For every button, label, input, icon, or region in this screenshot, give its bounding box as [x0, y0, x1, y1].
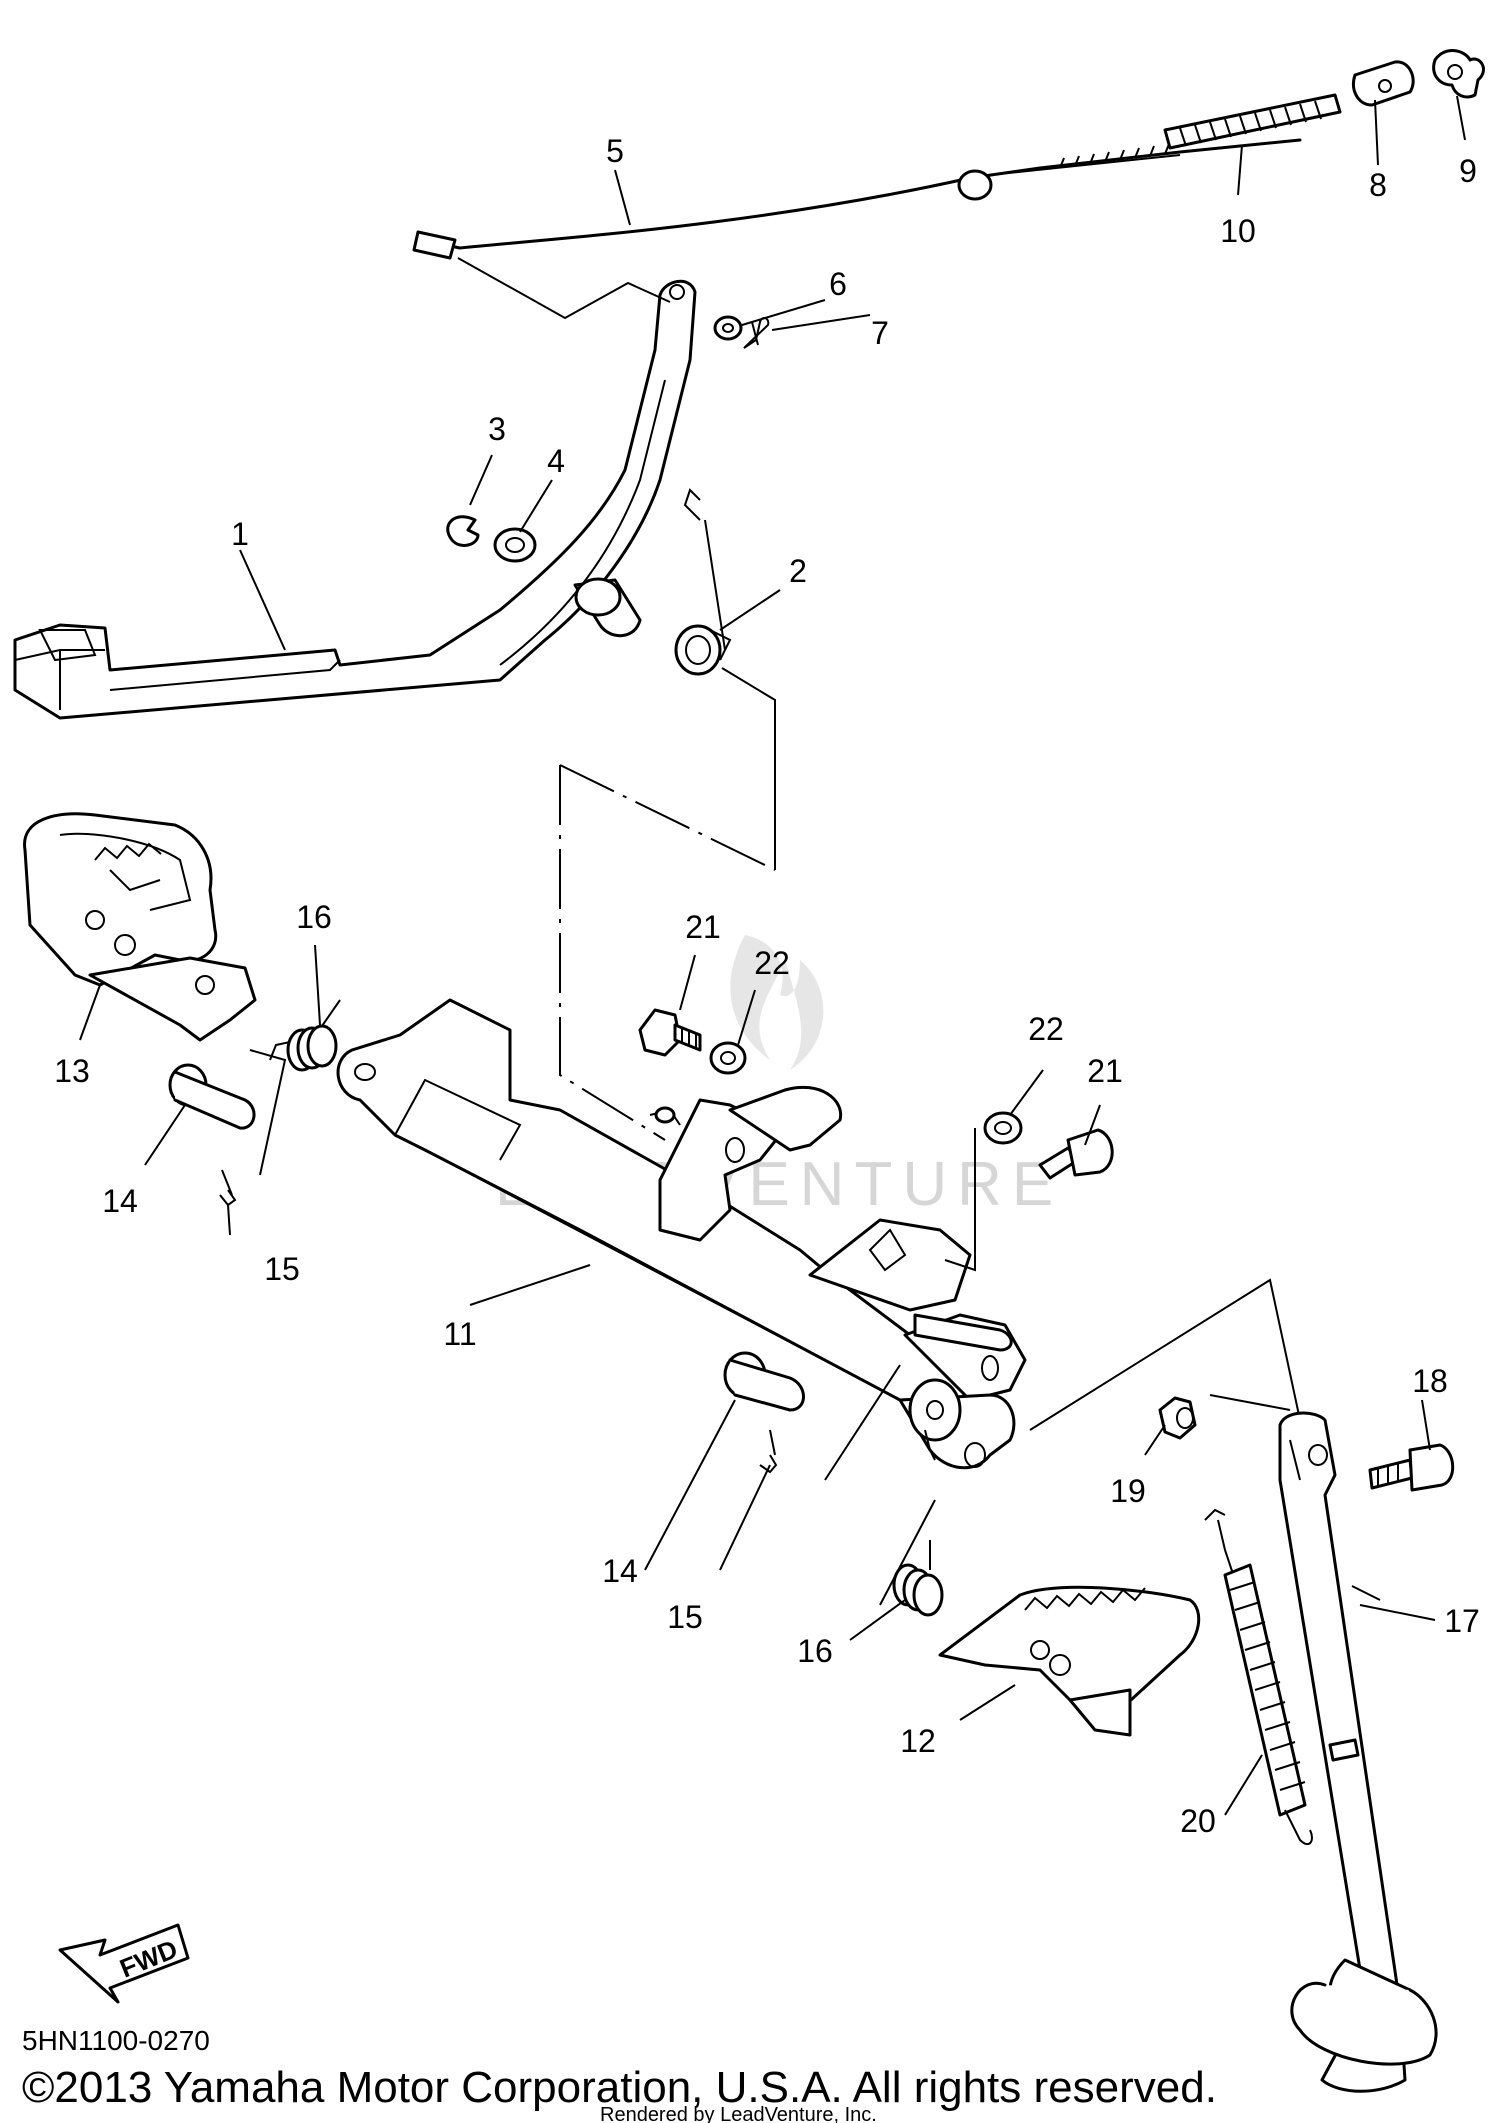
callout-18: 18	[1412, 1363, 1448, 1399]
callout-14-left: 14	[102, 1183, 138, 1219]
assembly-line	[559, 765, 666, 1141]
circlip	[446, 515, 480, 547]
callout-20: 20	[1180, 1803, 1216, 1839]
callout-22-right: 22	[1028, 1011, 1064, 1047]
callout-15-left: 15	[264, 1251, 300, 1287]
callout-2: 2	[789, 553, 807, 589]
sidestand	[1278, 1411, 1438, 2093]
callout-6: 6	[829, 266, 847, 302]
callout-7: 7	[871, 315, 889, 351]
stand-shaft	[336, 998, 1027, 1470]
callout-9: 9	[1459, 153, 1477, 189]
assembly-line	[249, 1049, 287, 1176]
right-footpeg	[938, 1585, 1201, 1737]
callout-4: 4	[547, 443, 565, 479]
assembly-line	[824, 1364, 901, 1481]
wing-nut	[1432, 49, 1485, 99]
footpeg-spring-left	[269, 999, 341, 1072]
rod-joint	[1352, 60, 1415, 107]
footpeg-pin-right	[723, 1351, 805, 1412]
callout-12: 12	[900, 1723, 936, 1759]
brake-rod	[412, 138, 1302, 260]
assembly-line	[559, 764, 776, 871]
callout-5: 5	[606, 133, 624, 169]
washer-right	[983, 1111, 1023, 1145]
callout-15-right: 15	[667, 1599, 703, 1635]
pedal-return-spring	[674, 488, 732, 676]
stand-bolt	[1368, 1443, 1455, 1492]
left-footpeg	[23, 812, 257, 1042]
callout-11: 11	[443, 1316, 476, 1352]
bolt-right	[1038, 1128, 1114, 1180]
callout-leaders	[79, 95, 1466, 1816]
diagram-code: 5HN1100-0270	[22, 2025, 210, 2056]
stand-spring	[1204, 1508, 1313, 1846]
callout-13: 13	[54, 1053, 90, 1089]
rod-washer	[713, 315, 743, 341]
callout-1: 1	[231, 516, 249, 552]
callout-labels: 1 2 3 4 5 6 7 8 9 10 11 12 13 14 14 15 1…	[54, 133, 1480, 1839]
callout-14-right: 14	[602, 1553, 638, 1589]
assembly-line	[1029, 1278, 1301, 1431]
pedal-pivot	[573, 577, 642, 638]
callout-3: 3	[488, 411, 506, 447]
callout-22-left: 22	[754, 945, 790, 981]
footpeg-spring-right	[892, 1429, 944, 1617]
pedal-washer	[493, 527, 537, 563]
callout-19: 19	[1110, 1473, 1146, 1509]
fwd-arrow: FWD	[58, 1923, 190, 2004]
copyright: ©2013 Yamaha Motor Corporation, U.S.A. A…	[22, 2063, 1217, 2112]
callout-16-left: 16	[296, 899, 332, 935]
callout-21-left: 21	[685, 909, 721, 945]
callout-21-right: 21	[1087, 1053, 1123, 1089]
assembly-line	[1209, 1394, 1291, 1411]
rod-spring	[1163, 93, 1342, 150]
assembly-line	[944, 1128, 976, 1272]
assembly-line	[721, 667, 776, 870]
callout-16-right: 16	[797, 1633, 833, 1669]
callout-17: 17	[1444, 1603, 1480, 1639]
assembly-line	[879, 1499, 936, 1606]
callout-8: 8	[1369, 167, 1387, 203]
washer-left	[709, 1041, 747, 1075]
footpeg-cotter-pin-left	[219, 1169, 237, 1207]
bolt-left	[638, 1008, 702, 1057]
callout-10: 10	[1220, 213, 1256, 249]
rendered-by: Rendered by LeadVenture, Inc.	[600, 2104, 877, 2123]
brake-pedal	[13, 280, 697, 720]
assembly-line	[457, 257, 671, 320]
footpeg-pin-left	[168, 1063, 256, 1130]
footpeg-cotter-pin-right	[759, 1429, 778, 1474]
stand-nut	[1158, 1396, 1197, 1440]
